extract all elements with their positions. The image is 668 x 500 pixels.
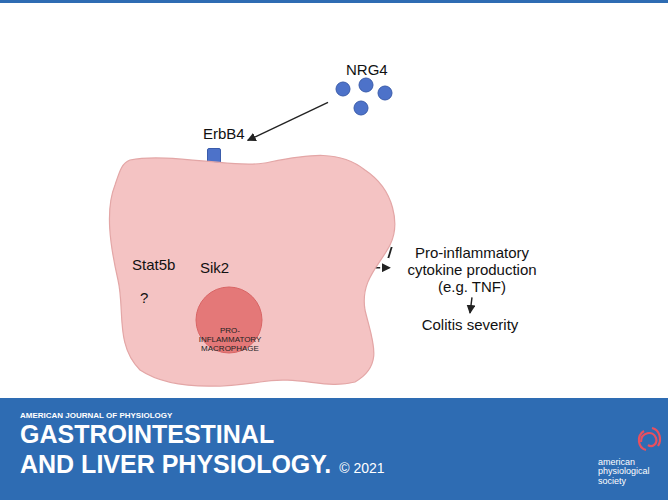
outcome-box: Pro-inflammatory cytokine production (e.…: [393, 245, 551, 295]
journal-title: GASTROINTESTINAL: [20, 420, 274, 449]
ligand-dot: [336, 82, 350, 96]
ligand-label: NRG4: [330, 62, 402, 77]
journal-band: [0, 398, 668, 500]
protein-label: Sik2: [200, 260, 229, 277]
society-name: american physiological society: [598, 458, 660, 486]
protein-label: Stat5b: [132, 257, 175, 274]
macrophage-cell: PRO-INFLAMMATORY MACROPHAGE: [189, 326, 271, 354]
society-logo: [639, 428, 660, 450]
unknown-target: ?: [140, 290, 148, 307]
macrophage-cell: PRO-INFLAMMATORY MACROPHAGE Stat5b Sik2?: [110, 150, 402, 392]
arrow-line: [248, 102, 328, 140]
outcome-box: Pro-inflammatory cytokine production (e.…: [393, 245, 551, 295]
journal-title: AMERICAN JOURNAL OF PHYSIOLOGY: [20, 411, 172, 420]
journal-title: AND LIVER PHYSIOLOGY.: [20, 450, 331, 479]
receptor-label: ErbB4: [203, 126, 245, 143]
cell-body: [109, 155, 394, 386]
ligand-label: NRG4: [330, 62, 402, 124]
ligand-dot: [359, 78, 373, 92]
outcome-box: Colitis severity: [405, 316, 535, 333]
protein-label: Sik2: [200, 260, 229, 277]
outcome-box: Colitis severity: [405, 316, 535, 333]
protein-label: Stat5b: [132, 257, 175, 274]
copyright-year: © 2021: [339, 460, 384, 476]
arrow-line: [470, 297, 472, 313]
unknown-target: ?: [140, 290, 148, 307]
ligand-dot: [378, 86, 392, 100]
ligand-dot: [354, 101, 368, 115]
top-rule: [0, 0, 668, 3]
